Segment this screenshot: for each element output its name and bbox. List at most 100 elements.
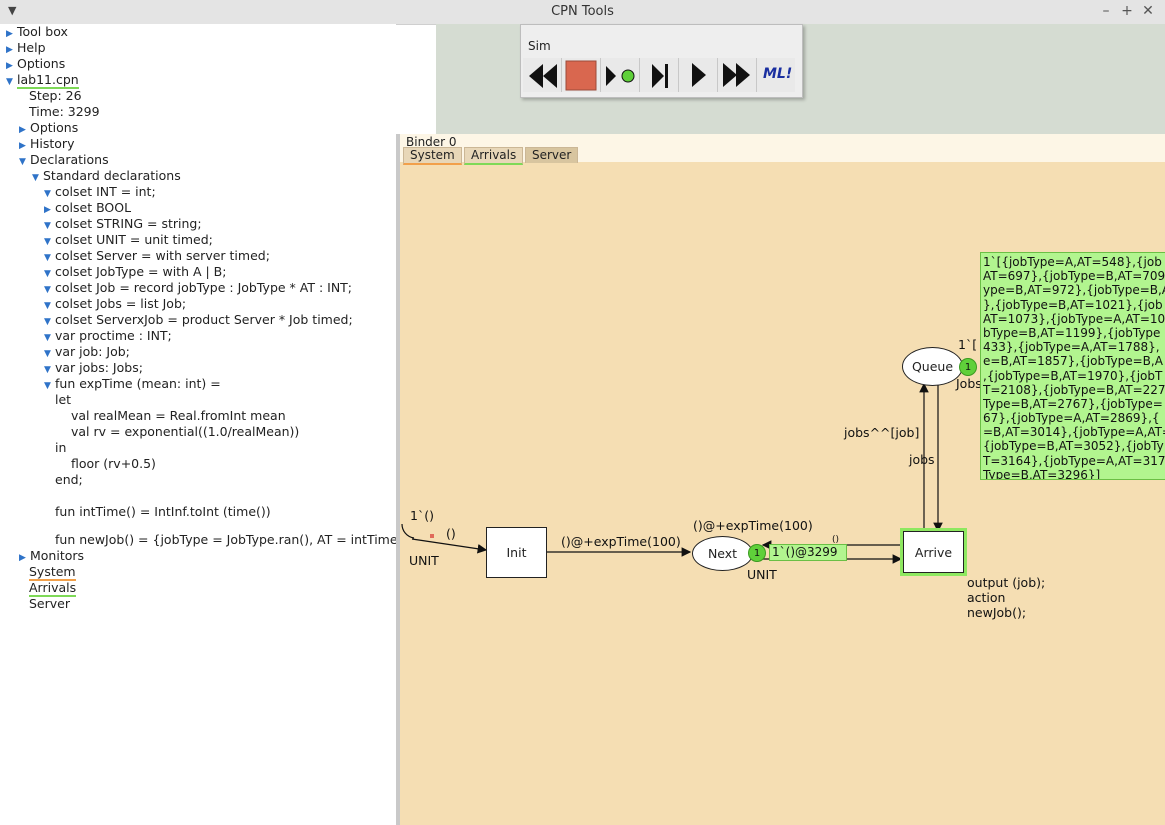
ml-icon: ML! [763,66,793,82]
arc-inscription: () [832,535,840,545]
rewind-button[interactable] [523,58,562,92]
expand-arrow-icon[interactable]: ▶ [44,205,51,215]
sim-palette-label: Sim [528,39,551,53]
binder-title: Binder 0 [406,135,457,149]
tree-item-toolbox[interactable]: ▶Tool box [6,24,68,40]
collapse-arrow-icon[interactable]: ▼ [44,365,51,375]
sim-tool-palette[interactable]: Sim 50 50 ML! [520,24,803,98]
collapse-arrow-icon[interactable]: ▼ [44,221,51,231]
collapse-arrow-icon[interactable]: ▼ [44,189,51,199]
declaration-item[interactable]: ▼var proctime : INT; [44,328,172,344]
window-title: CPN Tools [551,4,614,19]
collapse-arrow-icon[interactable]: ▼ [44,333,51,343]
code-line: val rv = exponential((1.0/realMean)) [71,424,300,439]
collapse-arrow-icon[interactable]: ▼ [44,381,51,391]
tab-server[interactable]: Server [525,147,579,163]
declaration-item[interactable]: fun newJob() = {jobType = JobType.ran(),… [55,532,398,547]
minimize-button[interactable]: – [1102,3,1110,19]
declaration-item[interactable]: ▼colset ServerxJob = product Server * Jo… [44,312,353,328]
tree-item-monitors[interactable]: ▶Monitors [19,548,84,564]
net-canvas[interactable]: 1`() () UNIT Init ()@+expTime(100) ()@+e… [400,162,1165,825]
expand-arrow-icon[interactable]: ▶ [19,125,26,135]
collapse-arrow-icon[interactable]: ▼ [44,349,51,359]
declaration-item[interactable]: ▼colset Jobs = list Job; [44,296,186,312]
declaration-item[interactable]: ▼var jobs: Jobs; [44,360,143,376]
tree-item-standard-declarations[interactable]: ▼Standard declarations [32,168,181,184]
tree-item-net-options[interactable]: ▶Options [19,120,78,136]
tree-item-declarations[interactable]: ▼Declarations [19,152,109,168]
fast-forward-button[interactable]: 50 [718,58,782,92]
token-count-badge[interactable]: 1 [959,358,977,376]
play-icon [692,63,706,87]
expand-arrow-icon[interactable]: ▶ [6,45,13,55]
expand-arrow-icon[interactable]: ▶ [19,141,26,151]
step-counter: Step: 26 [29,88,82,103]
collapse-arrow-icon[interactable]: ▼ [32,173,39,183]
declaration-item[interactable]: ▼fun expTime (mean: int) = [44,376,221,392]
close-button[interactable]: ✕ [1142,3,1154,19]
rewind-icon [529,64,557,88]
declaration-item[interactable]: ▼colset Job = record jobType : JobType *… [44,280,352,296]
maximize-button[interactable]: + [1121,3,1133,19]
binder-header: Binder 0 System Arrivals Server [400,134,1165,165]
tree-item-help[interactable]: ▶Help [6,40,46,56]
declaration-item[interactable]: ▼var job: Job; [44,344,130,360]
step-end-icon [652,64,668,88]
code-line: end; [55,472,83,487]
collapse-arrow-icon[interactable]: ▼ [44,269,51,279]
place-queue[interactable]: Queue [902,347,963,386]
declaration-item[interactable]: ▼colset Server = with server timed; [44,248,270,264]
collapse-arrow-icon[interactable]: ▼ [19,157,26,167]
place-type-label: Jobs [956,376,982,391]
ml-evaluate-button[interactable]: ML! [757,58,795,92]
title-bar: ▼ CPN Tools – + ✕ [0,0,1165,25]
transition-init[interactable]: Init [486,527,547,578]
tree-item-page-arrivals[interactable]: Arrivals [29,580,77,597]
index-panel: ▶Tool box ▶Help ▶Options ▼lab11.cpn Step… [0,24,398,825]
declaration-item[interactable]: ▶colset BOOL [44,200,131,216]
step-button[interactable] [640,58,679,92]
declaration-item[interactable]: ▼colset INT = int; [44,184,156,200]
unit-place-marking: 1`() [410,508,434,523]
tab-system[interactable]: System [403,147,462,165]
play-single-button[interactable] [601,58,640,92]
code-line: floor (rv+0.5) [71,456,156,471]
collapse-arrow-icon[interactable]: ▼ [44,301,51,311]
declaration-item[interactable]: fun intTime() = IntInf.toInt (time()) [55,504,271,519]
expand-arrow-icon[interactable]: ▶ [19,553,26,563]
tree-item-options[interactable]: ▶Options [6,56,65,72]
transition-arrive[interactable]: Arrive [903,531,964,573]
place-next[interactable]: Next [692,536,753,571]
collapse-arrow-icon[interactable]: ▼ [44,317,51,327]
arc-inscription: () [446,526,456,541]
binder[interactable]: Binder 0 System Arrivals Server 1`() () … [396,134,1165,825]
collapse-arrow-icon[interactable]: ▼ [44,253,51,263]
stop-button[interactable] [562,58,601,92]
fast-forward-icon [723,63,750,87]
queue-token-marking[interactable]: 1`[{jobType=A,AT=548},{job AT=697},{jobT… [980,252,1165,480]
chevron-down-icon[interactable]: ▼ [8,4,17,17]
play-n-steps-button[interactable]: 50 [679,58,743,92]
collapse-arrow-icon[interactable]: ▼ [44,237,51,247]
token-count-badge[interactable]: 1 [748,544,766,562]
stop-icon [565,60,597,91]
declaration-item[interactable]: ▼colset UNIT = unit timed; [44,232,213,248]
tree-item-net-file[interactable]: ▼lab11.cpn [6,72,79,89]
collapse-arrow-icon[interactable]: ▼ [44,285,51,295]
time-counter: Time: 3299 [29,104,100,119]
tree-item-page-system[interactable]: System [29,564,76,581]
token-marking[interactable]: 1`()@3299 [769,544,847,561]
tree-item-page-server[interactable]: Server [29,596,70,611]
transition-code-segment: output (job); action newJob(); [967,575,1046,620]
arc-inscription: ()@+expTime(100) [561,534,681,549]
tree-item-history[interactable]: ▶History [19,136,74,152]
expand-arrow-icon[interactable]: ▶ [6,29,13,39]
marker-dot [430,534,434,538]
declaration-item[interactable]: ▼colset JobType = with A | B; [44,264,226,280]
expand-arrow-icon[interactable]: ▶ [6,61,13,71]
declaration-item[interactable]: ▼colset STRING = string; [44,216,202,232]
play-dot-icon [606,66,635,86]
tab-arrivals[interactable]: Arrivals [464,147,524,165]
collapse-arrow-icon[interactable]: ▼ [6,77,13,87]
code-line: in [55,440,67,455]
